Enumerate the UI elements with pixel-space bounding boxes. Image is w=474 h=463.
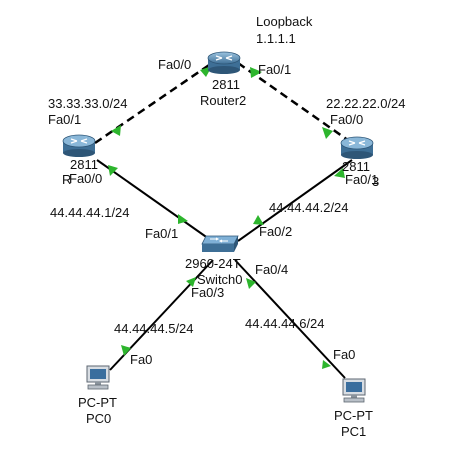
router3[interactable] (340, 135, 374, 159)
router1-port-fa0-1: Fa0/1 (48, 112, 82, 127)
router-icon (340, 136, 374, 159)
pc1-name: PC1 (341, 424, 367, 439)
pc-icon (342, 378, 366, 403)
router-icon (207, 51, 241, 74)
pc0-ip: 44.44.44.5/24 (114, 321, 194, 336)
network-right-label: 22.22.22.0/24 (326, 96, 406, 111)
link-status-arrow (186, 277, 196, 287)
router1-model: 2811 (70, 157, 98, 172)
router3-port-fa0-1: Fa0/1 (345, 172, 379, 187)
link-status-arrow (178, 214, 188, 224)
link-status-arrow (108, 165, 118, 176)
router2-port-fa0-0: Fa0/0 (158, 57, 192, 72)
router2-model: 2811 (212, 77, 240, 92)
switch0[interactable] (198, 234, 242, 256)
link-router1-router2[interactable] (94, 61, 213, 145)
switch0-port-fa0-2: Fa0/2 (259, 224, 293, 239)
switch0-name: Switch0 (197, 272, 243, 287)
switch0-port-fa0-1: Fa0/1 (145, 226, 179, 241)
router3-link-ip: 44.44.44.2/24 (269, 200, 349, 215)
router1-port-fa0-0: Fa0/0 (69, 171, 103, 186)
pc0[interactable] (84, 365, 112, 391)
switch0-model: 2960-24T (185, 256, 241, 271)
pc1-type: PC-PT (334, 408, 373, 423)
pc1-ip: 44.44.44.6/24 (245, 316, 325, 331)
loopback-address: 1.1.1.1 (256, 31, 296, 46)
link-switch0-pc1[interactable] (234, 259, 346, 379)
router1[interactable] (62, 133, 96, 157)
switch0-port-fa0-3: Fa0/3 (191, 285, 225, 300)
link-router1-switch0[interactable] (96, 159, 213, 242)
link-status-arrow (322, 360, 331, 369)
pc1[interactable] (340, 378, 368, 404)
pc0-type: PC-PT (78, 395, 117, 410)
pc0-port: Fa0 (130, 352, 153, 367)
router3-port-fa0-0: Fa0/0 (330, 112, 364, 127)
link-status-arrow (334, 168, 345, 178)
router2-name: Router2 (200, 93, 247, 108)
router3-model: 2811 (342, 159, 370, 174)
router2-port-fa0-1: Fa0/1 (258, 62, 292, 77)
pc-icon (86, 365, 110, 390)
switch0-port-fa0-4: Fa0/4 (255, 262, 289, 277)
link-status-arrow (111, 125, 121, 136)
router1-name: R (62, 172, 72, 187)
link-status-arrow (253, 215, 264, 225)
router-icon (62, 134, 96, 157)
network-left-label: 33.33.33.0/24 (48, 96, 128, 111)
link-router2-router3[interactable] (237, 61, 353, 145)
link-status-arrow (322, 127, 333, 139)
pc1-port: Fa0 (333, 347, 356, 362)
link-status-arrow (250, 67, 262, 78)
loopback-title: Loopback (256, 14, 313, 29)
pc0-name: PC0 (86, 411, 112, 426)
router3-name: 3 (372, 174, 380, 189)
switch-icon (201, 235, 239, 252)
link-status-arrow (246, 278, 256, 289)
router1-link-ip: 44.44.44.1/24 (50, 205, 130, 220)
router2[interactable] (207, 50, 241, 74)
link-router3-switch0[interactable] (237, 159, 353, 242)
link-status-arrow (121, 345, 131, 356)
